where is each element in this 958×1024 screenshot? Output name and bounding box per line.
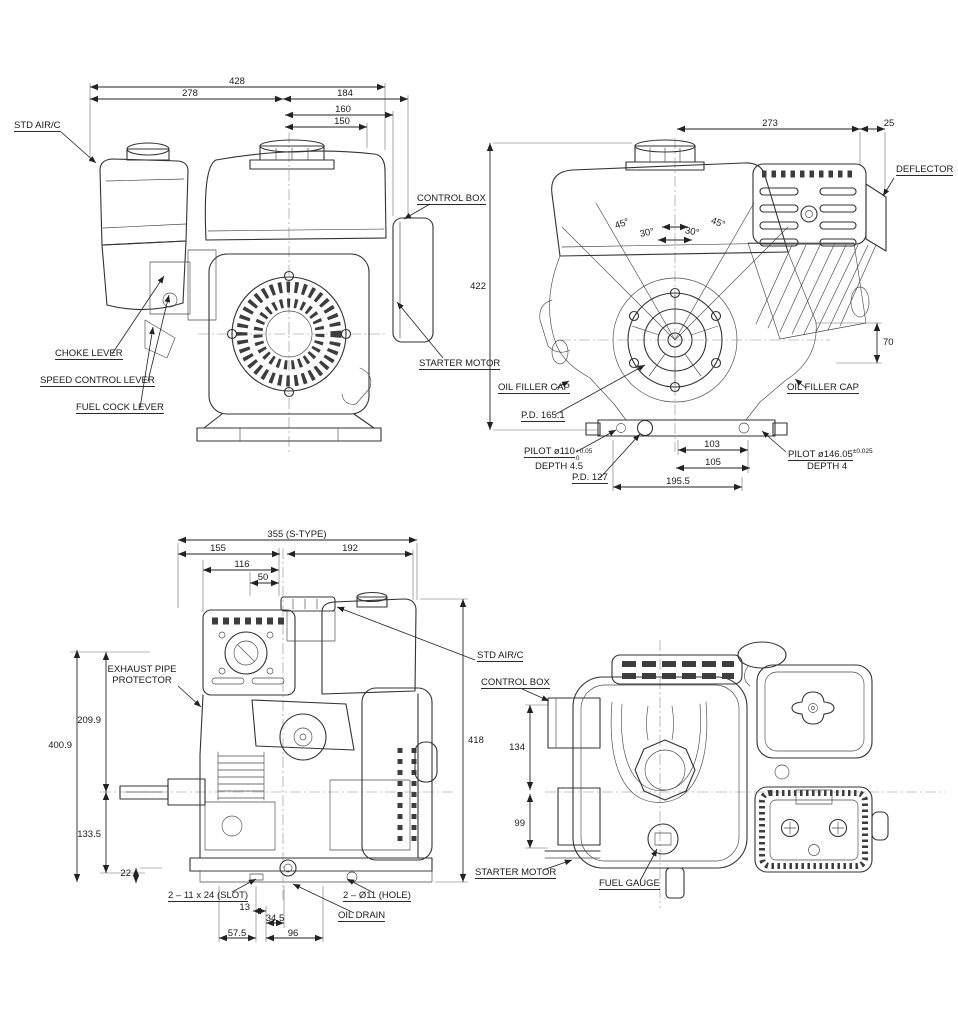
callout-pd-165-1: P.D. 165.1 — [521, 410, 565, 422]
dim-195-5: 195.5 — [666, 476, 690, 487]
pilot-110-tol-upper: +0.05 — [575, 448, 593, 455]
callout-depth-4-5: DEPTH 4.5 — [535, 461, 584, 472]
top-view-drawing — [544, 640, 945, 908]
callout-hole: 2 – Ø11 (HOLE) — [343, 890, 411, 902]
callout-deflector: DEFLECTOR — [896, 164, 954, 176]
dim-103: 103 — [704, 439, 720, 450]
dim-22: 22 — [120, 868, 131, 879]
dim-150: 150 — [334, 116, 350, 127]
dim-13: 13 — [239, 902, 250, 913]
callout-control-box-side: CONTROL BOX — [481, 677, 550, 689]
dim-192: 192 — [342, 543, 358, 554]
dim-400-9: 400.9 — [48, 740, 72, 751]
callout-choke-lever: CHOKE LEVER — [55, 348, 123, 360]
callout-oil-filler-cap-right: OIL FILLER CAP — [787, 382, 859, 394]
dim-273: 273 — [762, 118, 778, 129]
dim-96: 96 — [287, 928, 299, 939]
dim-57-5: 57.5 — [227, 928, 247, 939]
dim-25: 25 — [883, 118, 895, 129]
front-view-dimensions — [59, 83, 444, 409]
pilot-146-tol: ±0.025 — [852, 448, 873, 455]
callout-slot: 2 – 11 x 24 (SLOT) — [168, 890, 249, 902]
callout-starter-motor-front: STARTER MOTOR — [419, 358, 501, 370]
dim-184: 184 — [337, 88, 353, 99]
callout-control-box-front: CONTROL BOX — [417, 193, 486, 205]
dim-418: 418 — [468, 735, 484, 746]
front-view-drawing — [99, 132, 434, 452]
dim-116: 116 — [234, 559, 250, 570]
dim-70: 70 — [883, 337, 894, 348]
dim-50: 50 — [257, 572, 269, 583]
dim-105: 105 — [705, 457, 721, 468]
pilot-110-tol-lower: 0 — [575, 454, 580, 462]
dim-278: 278 — [182, 88, 198, 99]
dim-155: 155 — [210, 543, 226, 554]
pto-view-drawing — [539, 138, 887, 452]
callout-pd-127: P.D. 127 — [572, 472, 608, 484]
dim-133-5: 133.5 — [77, 829, 101, 840]
dim-422: 422 — [470, 281, 486, 292]
callout-pilot-146: PILOT ø146.05±0.025 — [788, 448, 873, 462]
dim-209-9: 209.9 — [77, 715, 101, 726]
callout-oil-drain: OIL DRAIN — [338, 910, 386, 922]
pto-view-dimensions — [486, 125, 895, 491]
dim-134: 134 — [509, 742, 525, 753]
dim-428: 428 — [229, 76, 245, 87]
callout-oil-filler-cap-left: OIL FILLER CAP — [498, 382, 570, 394]
callout-std-airc-side: STD AIR/C — [477, 650, 524, 662]
dim-160: 160 — [335, 104, 351, 115]
callout-speed-control-lever: SPEED CONTROL LEVER — [40, 375, 155, 387]
side-view-dimensions — [70, 536, 658, 942]
callout-std-airc-front: STD AIR/C — [14, 120, 61, 132]
callout-starter-motor-side: STARTER MOTOR — [475, 867, 557, 879]
dim-355-s-type: 355 (S-TYPE) — [267, 529, 327, 540]
callout-exhaust-pipe-protector: EXHAUST PIPE PROTECTOR — [107, 664, 177, 686]
callout-depth-4: DEPTH 4 — [807, 461, 848, 472]
callout-fuel-gauge: FUEL GAUGE — [599, 878, 660, 890]
dim-99: 99 — [514, 818, 525, 829]
callout-fuel-cock-lever: FUEL COCK LEVER — [76, 402, 164, 414]
dim-34-5: 34.5 — [265, 913, 285, 924]
side-view-drawing — [100, 548, 455, 900]
